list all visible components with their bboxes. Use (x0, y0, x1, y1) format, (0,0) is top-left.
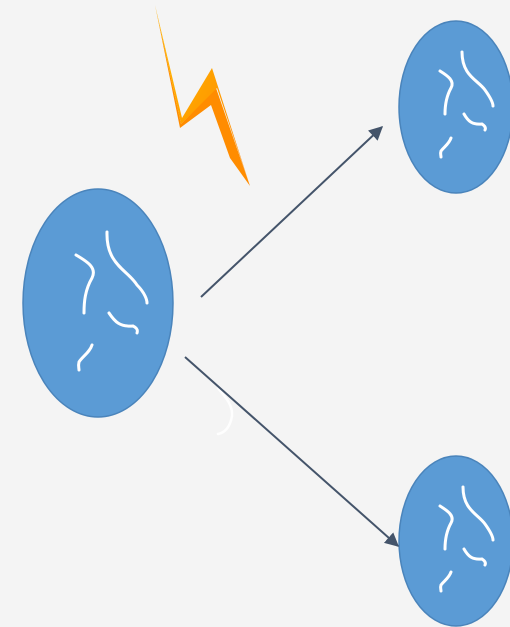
faint-chromosome-mark (216, 386, 234, 436)
arrow-to-bottom-daughter (184, 356, 400, 547)
parent-cell (22, 188, 174, 418)
parent-cell-body (22, 188, 174, 418)
daughter-cell-top-body (398, 20, 510, 194)
arrow-to-top-daughter (200, 126, 384, 298)
daughter-cell-top-chromosomes (438, 50, 495, 159)
daughter-cell-bottom (398, 455, 510, 627)
parent-cell-chromosomes (74, 230, 149, 372)
lightning-bolt-icon (155, 5, 250, 186)
daughter-cell-bottom-chromosomes (438, 485, 495, 593)
daughter-cell-top (398, 20, 510, 194)
